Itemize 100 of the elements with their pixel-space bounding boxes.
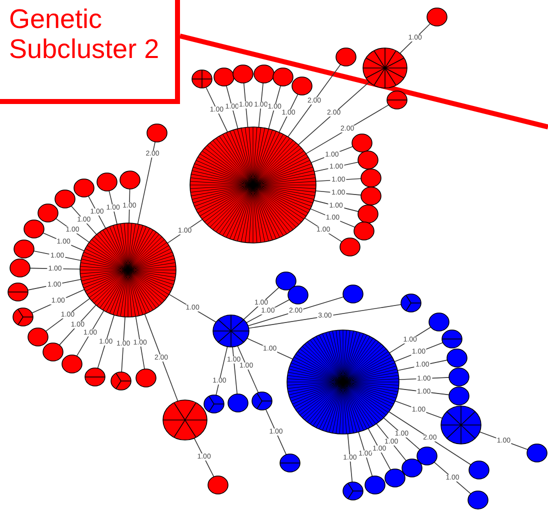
circle-node bbox=[253, 64, 275, 84]
connector-line bbox=[434, 462, 472, 494]
circle-node bbox=[448, 386, 470, 406]
circle-node bbox=[213, 67, 235, 87]
circle-node bbox=[468, 460, 490, 480]
connector-line bbox=[389, 326, 432, 354]
pie-chart-node bbox=[441, 329, 463, 349]
circle-node bbox=[351, 133, 373, 153]
pie-chart-node bbox=[362, 47, 408, 89]
box-title: Genetic Subcluster 2 bbox=[9, 5, 160, 64]
pie-chart-node bbox=[440, 405, 482, 445]
connector-line bbox=[70, 206, 97, 235]
circle-node bbox=[426, 7, 448, 27]
connector-line bbox=[144, 314, 178, 402]
connector-line bbox=[137, 141, 156, 224]
circle-node bbox=[364, 475, 386, 495]
connector-line bbox=[288, 64, 341, 138]
pie-chart-node bbox=[251, 391, 273, 411]
connector-line bbox=[358, 432, 373, 477]
circle-node bbox=[146, 123, 168, 143]
connector-line bbox=[368, 428, 392, 470]
circle-node bbox=[401, 458, 423, 478]
pie-chart-node bbox=[84, 367, 106, 387]
circle-node bbox=[446, 348, 468, 368]
circle-node bbox=[227, 393, 249, 413]
connector-line bbox=[194, 438, 214, 478]
pie-chart-node bbox=[110, 371, 132, 391]
circle-node bbox=[357, 150, 379, 170]
connector-line bbox=[226, 85, 238, 130]
pie-chart-node bbox=[342, 481, 364, 501]
circle-node bbox=[207, 475, 229, 495]
connector-line bbox=[30, 268, 80, 270]
pie-chart-node bbox=[400, 293, 422, 313]
connector-line bbox=[32, 289, 85, 314]
circle-node bbox=[342, 284, 364, 304]
connector-line bbox=[347, 433, 353, 482]
circle-node bbox=[232, 64, 254, 84]
circle-node bbox=[339, 237, 361, 257]
connector-line bbox=[243, 82, 248, 128]
circle-node bbox=[119, 170, 141, 190]
connector-line bbox=[121, 316, 126, 372]
connector-line bbox=[383, 417, 420, 450]
connector-line bbox=[388, 411, 472, 466]
connector-line bbox=[265, 408, 287, 456]
circle-node bbox=[135, 368, 157, 388]
circle-node bbox=[9, 258, 31, 278]
connector-line bbox=[306, 104, 390, 154]
connector-line bbox=[232, 346, 238, 394]
pie-chart-node bbox=[162, 399, 208, 441]
circle-node bbox=[357, 204, 379, 224]
circle-node bbox=[275, 271, 297, 291]
circle-node bbox=[27, 327, 49, 347]
label-box bbox=[0, 0, 180, 104]
circle-node bbox=[37, 203, 59, 223]
connector-line bbox=[248, 296, 344, 326]
circle-node bbox=[416, 446, 438, 466]
connector-line bbox=[45, 298, 90, 332]
pie-chart-node bbox=[203, 394, 225, 414]
circle-node bbox=[360, 168, 382, 188]
pie-chart-node bbox=[191, 69, 213, 89]
circle-node bbox=[272, 67, 294, 87]
circle-node bbox=[96, 172, 118, 192]
connector-line bbox=[246, 338, 294, 360]
circle-node bbox=[384, 468, 406, 488]
connector-line bbox=[216, 346, 228, 396]
circle-node bbox=[335, 47, 357, 67]
circle-node bbox=[467, 490, 489, 510]
circle-node bbox=[23, 219, 45, 239]
circle-node bbox=[448, 367, 470, 387]
leader-line bbox=[179, 34, 548, 130]
connector-line bbox=[55, 218, 90, 243]
connector-line bbox=[298, 82, 370, 146]
circle-node bbox=[42, 342, 64, 362]
circle-node bbox=[287, 285, 309, 305]
pie-chart-node bbox=[7, 282, 29, 302]
connector-line bbox=[135, 316, 145, 370]
connector-line bbox=[97, 314, 115, 369]
circle-node bbox=[360, 186, 382, 206]
connector-line bbox=[58, 304, 96, 346]
connector-line bbox=[243, 287, 280, 320]
circle-node bbox=[428, 312, 450, 332]
pie-chart-node bbox=[386, 90, 408, 110]
circle-node bbox=[54, 189, 76, 209]
connector-line bbox=[258, 82, 264, 128]
pie-chart-node bbox=[279, 453, 301, 473]
connector-line bbox=[237, 346, 259, 394]
circle-node bbox=[61, 354, 83, 374]
connector-line bbox=[88, 196, 106, 229]
connector-line bbox=[278, 94, 298, 133]
circle-node bbox=[291, 76, 313, 96]
connector-line bbox=[206, 86, 228, 132]
pie-chart-node bbox=[212, 314, 250, 348]
circle-node bbox=[526, 443, 548, 463]
connector-line bbox=[398, 388, 450, 396]
connector-line bbox=[376, 423, 407, 462]
connector-line bbox=[400, 23, 431, 54]
connector-line bbox=[167, 219, 203, 244]
pie-chart-node bbox=[79, 222, 177, 318]
circle-node bbox=[353, 221, 375, 241]
connector-line bbox=[268, 85, 281, 130]
